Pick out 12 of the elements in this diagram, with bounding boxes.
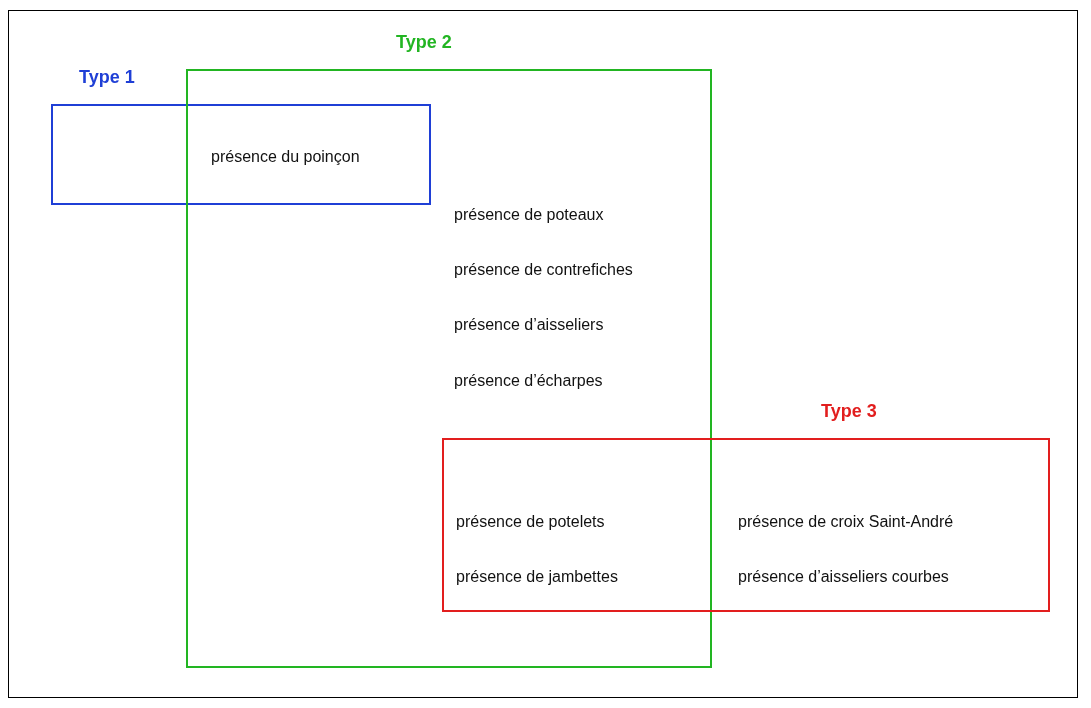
feature-text: présence d’écharpes — [454, 371, 603, 391]
group-heading: Type 3 — [821, 401, 877, 421]
feature-text: présence de contrefiches — [454, 260, 633, 280]
feature-text: présence d’aisseliers — [454, 315, 604, 335]
feature-text: présence de potelets — [456, 512, 605, 532]
feature-text: présence de jambettes — [456, 567, 618, 587]
feature-text: présence de poteaux — [454, 205, 604, 225]
group-heading: Type 2 — [396, 32, 452, 52]
feature-text: présence du poinçon — [211, 147, 360, 167]
feature-text: présence de croix Saint-André — [738, 512, 954, 532]
feature-text: présence d’aisseliers courbes — [738, 567, 949, 587]
group-heading: Type 1 — [79, 67, 135, 87]
